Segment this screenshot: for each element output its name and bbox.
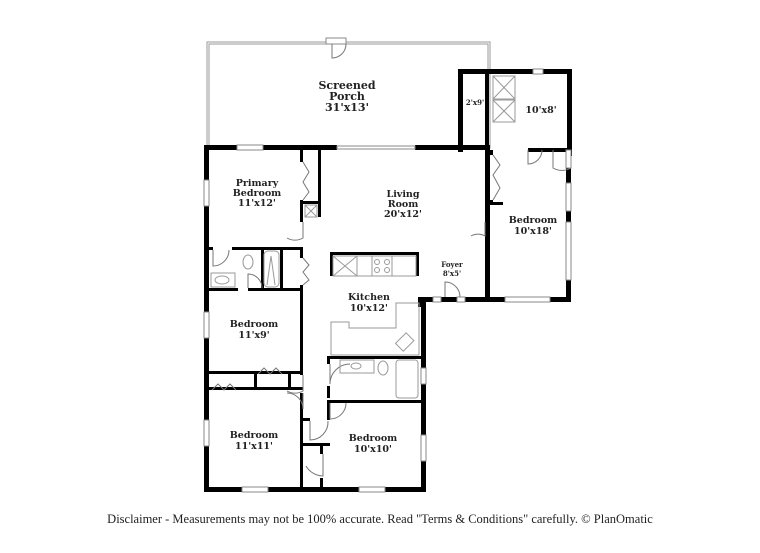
bedroom-sw-dims: 11'x11'	[235, 441, 273, 452]
room-labels: Screened Porch 31'x13' 2'x9' 10'x8' Prim…	[230, 79, 557, 455]
interior-walls	[209, 74, 503, 492]
disclaimer-text: Disclaimer - Measurements may not be 100…	[107, 512, 653, 526]
primary-bedroom-label-line2: Bedroom	[233, 188, 281, 199]
bedroom-sw-label: Bedroom	[230, 430, 278, 441]
kitchen-dims: 10'x12'	[350, 303, 388, 314]
closet-bifold-doors	[211, 154, 501, 391]
porch-label-line1: Screened	[318, 79, 375, 92]
windows	[203, 68, 572, 493]
exterior-walls	[204, 69, 572, 492]
doors	[212, 149, 572, 477]
bedroom-south-dims: 10'x10'	[354, 444, 392, 455]
porch-label-line2: Porch	[329, 90, 365, 103]
porch-dims: 31'x13'	[325, 101, 369, 114]
bedroom-west-dims: 11'x9'	[238, 330, 269, 341]
fixtures	[210, 75, 516, 399]
living-room-dims: 20'x12'	[384, 209, 422, 220]
kitchen-label: Kitchen	[348, 292, 390, 303]
primary-bedroom-label-line1: Primary	[236, 178, 279, 189]
bedroom-west-label: Bedroom	[230, 319, 278, 330]
living-room-label-line1: Living	[387, 189, 420, 200]
bedroom-south-label: Bedroom	[349, 433, 397, 444]
bedroom-east-label: Bedroom	[509, 215, 557, 226]
foyer-dims: 8'x5'	[443, 269, 461, 278]
living-room-label-line2: Room	[388, 199, 419, 210]
closet-dims: 2'x9'	[466, 98, 484, 107]
utility-dims: 10'x8'	[525, 105, 556, 116]
bedroom-east-dims: 10'x18'	[514, 226, 552, 237]
primary-bedroom-dims: 11'x12'	[238, 198, 276, 209]
foyer-label: Foyer	[441, 260, 463, 269]
